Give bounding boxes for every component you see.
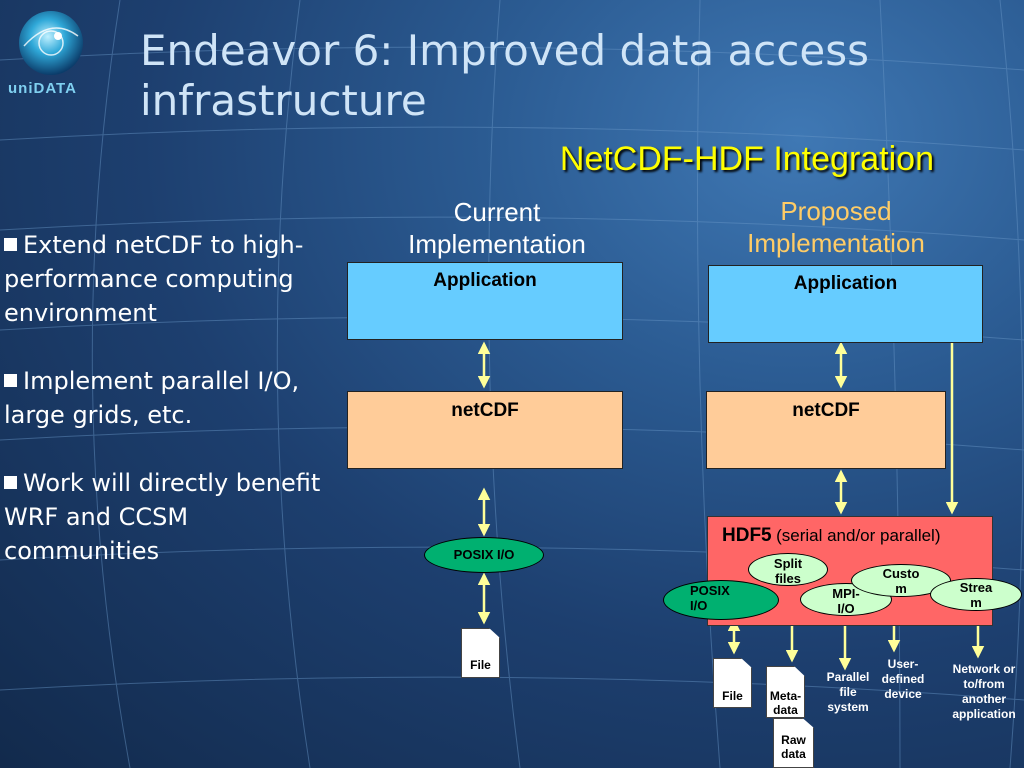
bullet-list: Extend netCDF to high-performance comput… <box>4 228 344 602</box>
proposed-netcdf-box: netCDF <box>706 391 946 469</box>
current-heading-line2: Implementation <box>408 229 586 259</box>
custom-oval-line1: Custo <box>882 566 920 581</box>
user-device-line1: User- <box>887 657 919 671</box>
parallel-fs-label: Parallel file system <box>820 670 876 715</box>
hdf5-title: HDF5 <box>722 525 772 546</box>
posix-oval-line1: POSIX <box>690 583 730 598</box>
bullet-text: Implement parallel I/O, large grids, etc… <box>4 367 300 429</box>
current-heading: Current Implementation <box>380 196 614 260</box>
current-heading-line1: Current <box>453 197 541 227</box>
stream-oval-line2: m <box>970 595 982 610</box>
split-oval-line1: Split <box>773 556 803 571</box>
current-application-box: Application <box>347 262 623 340</box>
split-files-oval: Split files <box>748 553 828 586</box>
proposed-posix-oval: POSIX I/O <box>663 580 779 620</box>
stream-oval: Strea m <box>930 578 1022 611</box>
stream-oval-line1: Strea <box>959 580 993 595</box>
square-bullet-icon <box>4 476 17 489</box>
proposed-file-icon: File <box>713 658 752 708</box>
current-netcdf-label: netCDF <box>451 400 519 421</box>
bullet-text: Extend netCDF to high-performance comput… <box>4 231 304 327</box>
square-bullet-icon <box>4 238 17 251</box>
bullet-item: Work will directly benefit WRF and CCSM … <box>4 466 344 568</box>
parallel-fs-line1: Parallel <box>826 670 870 684</box>
network-line3: another <box>961 692 1006 706</box>
proposed-application-box: Application <box>708 265 983 343</box>
proposed-file-label: File <box>722 689 743 703</box>
custom-oval-line2: m <box>895 581 907 596</box>
mpi-oval-line1: MPI- <box>832 586 860 601</box>
current-posix-label: POSIX I/O <box>453 547 515 562</box>
logo-text: uniDATA <box>8 80 77 97</box>
slide-title: Endeavor 6: Improved data access infrast… <box>140 26 869 125</box>
bullet-item: Extend netCDF to high-performance comput… <box>4 228 344 330</box>
network-line2: to/from <box>963 677 1005 691</box>
slide-subtitle: NetCDF-HDF Integration <box>559 140 934 178</box>
proposed-heading-line1: Proposed <box>780 196 892 226</box>
network-line1: Network or <box>952 662 1016 676</box>
split-oval-line2: files <box>774 571 801 586</box>
user-device-line3: device <box>884 687 922 701</box>
square-bullet-icon <box>4 374 17 387</box>
proposed-netcdf-label: netCDF <box>792 400 860 421</box>
proposed-heading-line2: Implementation <box>747 228 925 258</box>
network-line4: application <box>952 707 1016 721</box>
current-posix-oval: POSIX I/O <box>424 537 544 573</box>
posix-oval-line2: I/O <box>690 598 708 613</box>
rawdata-line1: Raw <box>781 733 806 747</box>
bullet-text: Work will directly benefit WRF and CCSM … <box>4 469 321 565</box>
current-application-label: Application <box>433 270 537 291</box>
current-netcdf-box: netCDF <box>347 391 623 469</box>
unidata-logo: uniDATA <box>6 6 96 101</box>
current-file-icon: File <box>461 628 500 678</box>
proposed-application-label: Application <box>793 273 898 294</box>
metadata-line1: Meta- <box>769 689 802 703</box>
hdf5-label: HDF5 (serial and/or parallel) <box>722 525 940 547</box>
mpi-oval-line2: I/O <box>837 601 855 616</box>
rawdata-file-icon: Raw data <box>773 718 814 768</box>
parallel-fs-line2: file <box>839 685 857 699</box>
rawdata-line2: data <box>781 747 806 761</box>
user-device-line2: defined <box>881 672 925 686</box>
parallel-fs-line3: system <box>827 700 869 714</box>
hdf5-note: (serial and/or parallel) <box>776 526 941 545</box>
metadata-line2: data <box>773 703 798 717</box>
bullet-item: Implement parallel I/O, large grids, etc… <box>4 364 344 432</box>
metadata-file-icon: Meta- data <box>766 666 805 718</box>
current-file-label: File <box>470 658 491 672</box>
proposed-heading: Proposed Implementation <box>722 195 950 259</box>
globe-icon <box>19 11 83 75</box>
user-device-label: User- defined device <box>872 657 934 702</box>
network-label: Network or to/from another application <box>944 662 1024 722</box>
